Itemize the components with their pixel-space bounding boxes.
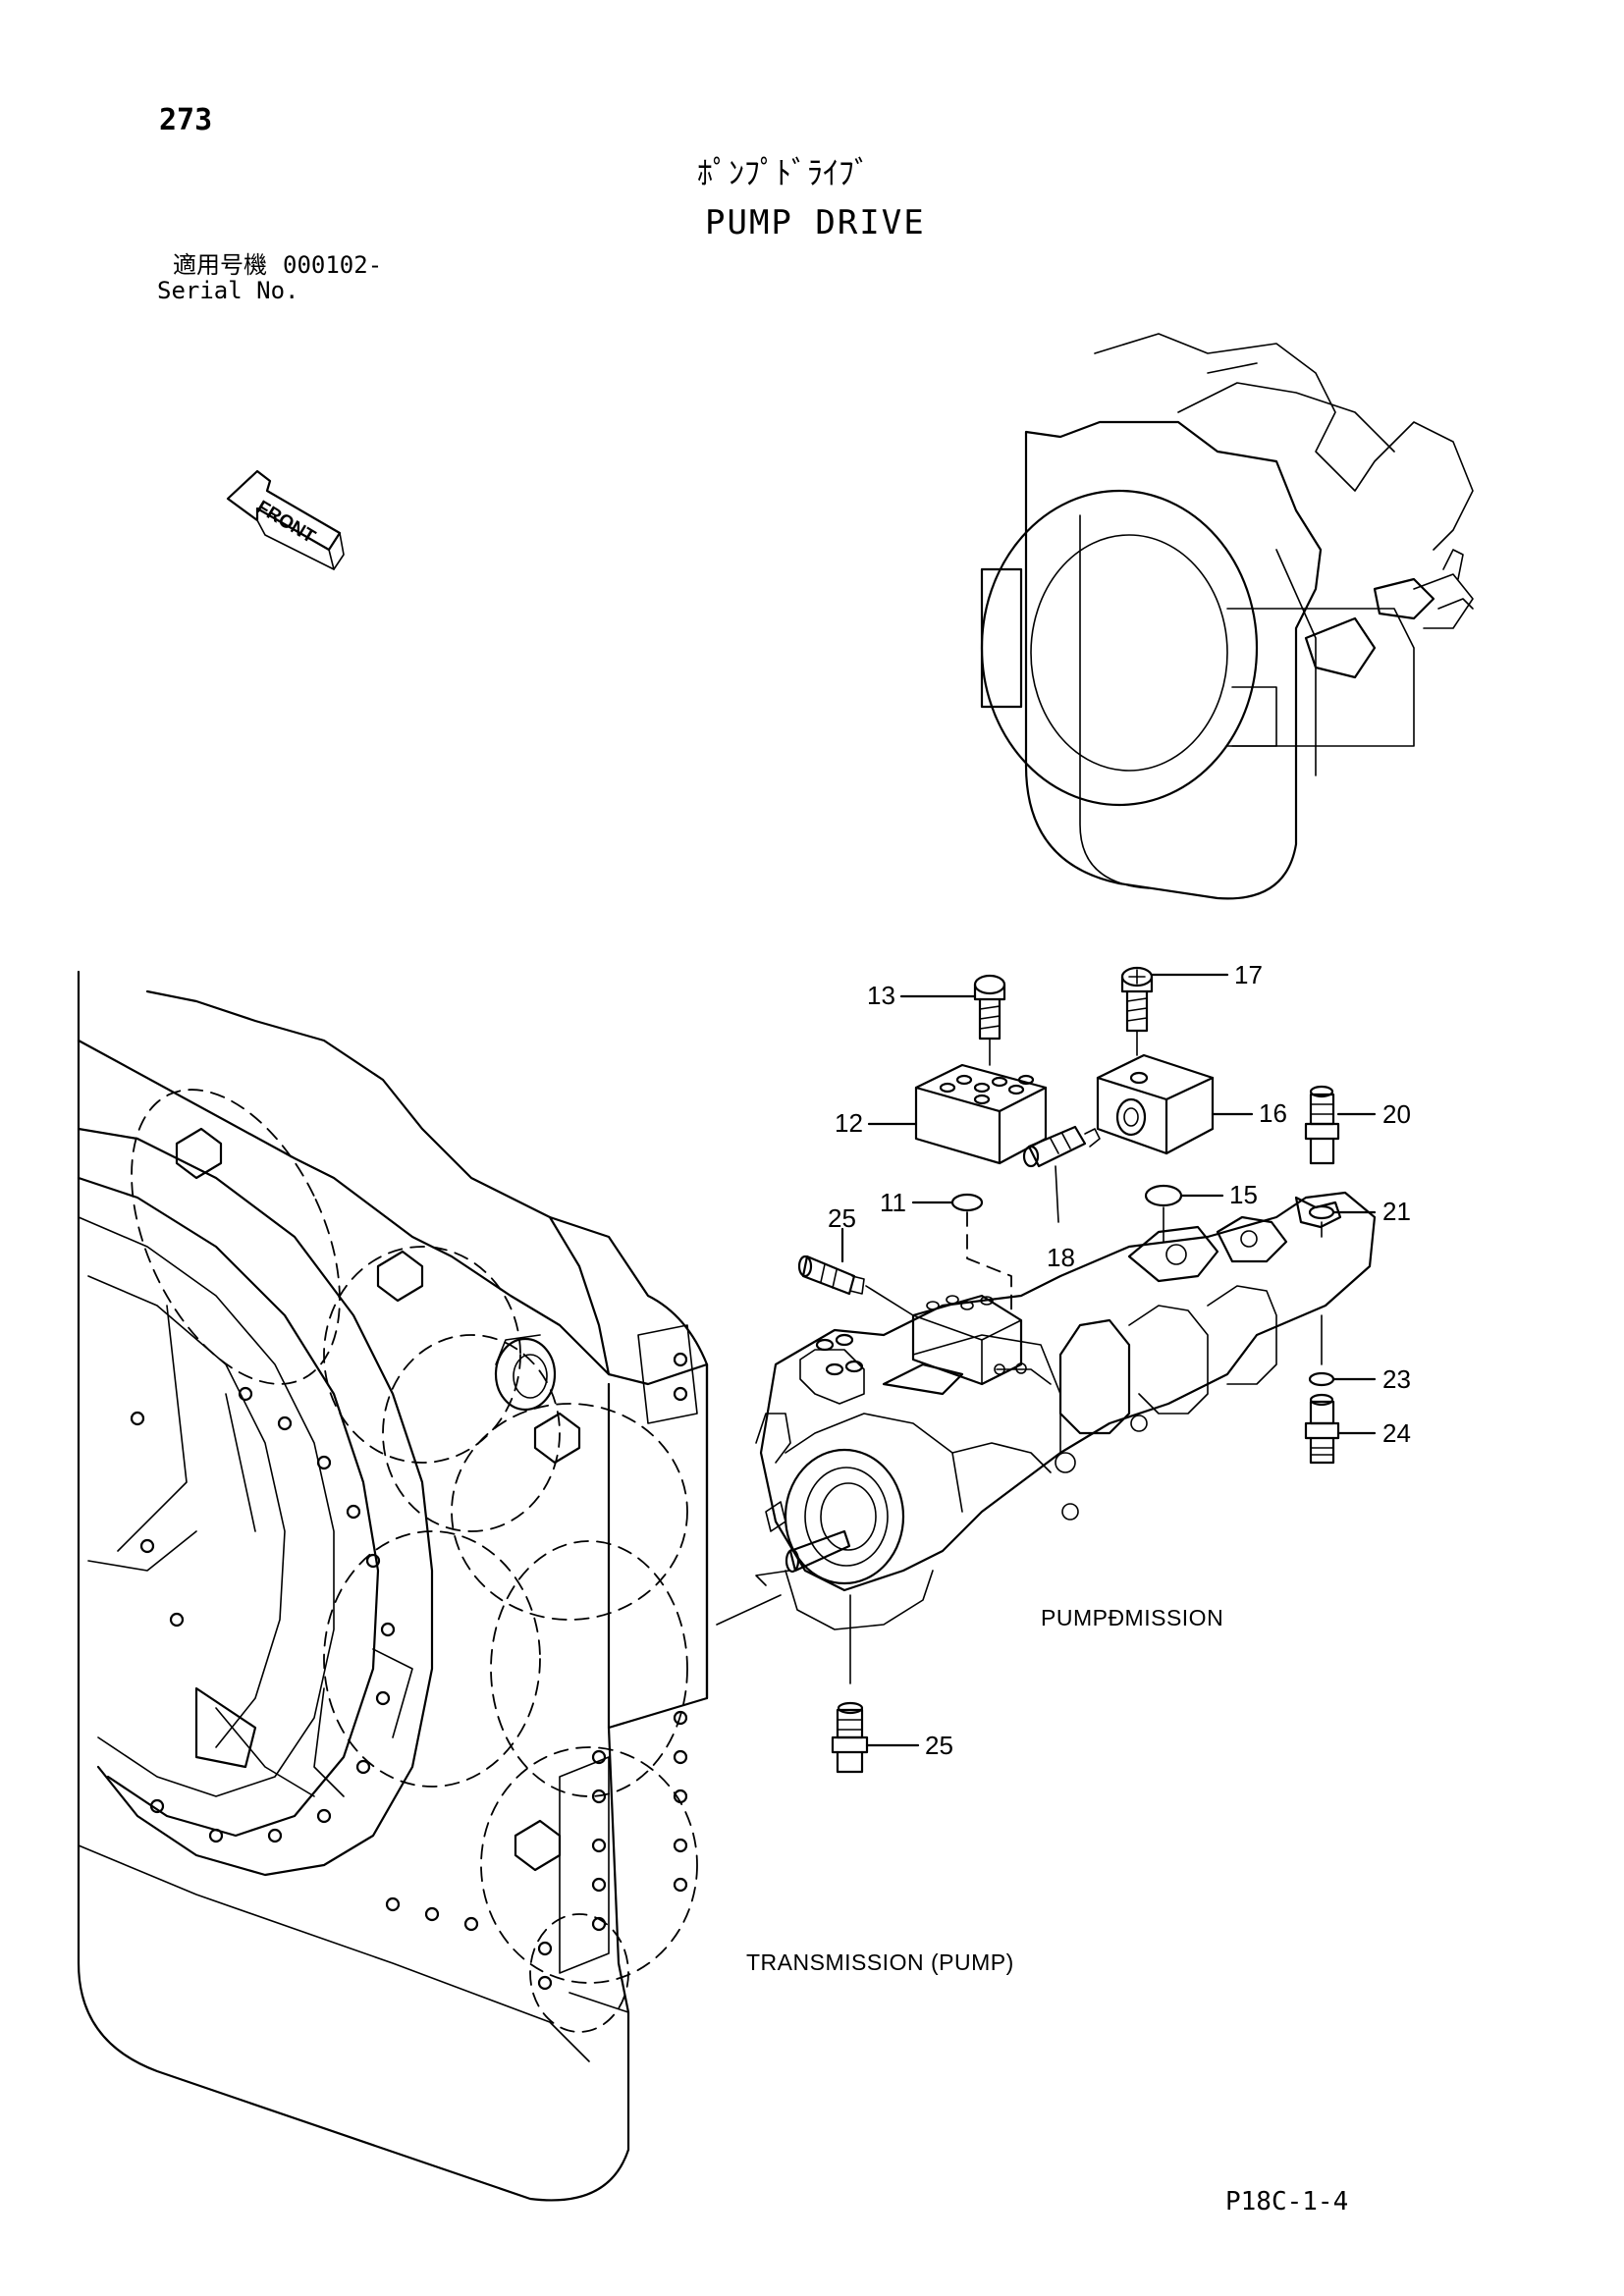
drawing-code: P18C-1-4 (1225, 2187, 1349, 2216)
part-20-fitting (1304, 1085, 1340, 1165)
callout-leader-lines (840, 973, 1377, 1747)
callout-25-upper: 25 (828, 1203, 856, 1233)
page-title: PUMP DRIVE (705, 203, 926, 242)
serial-number: 000102- (283, 251, 383, 279)
serial-label-japanese: 適用号機 (173, 251, 267, 279)
part-15-oring (1144, 1184, 1183, 1207)
label-transmission-pump: TRANSMISSION (PUMP) (746, 1949, 1014, 1975)
part-23-oring (1308, 1371, 1335, 1387)
part-25-fitting-upper (797, 1255, 914, 1316)
callout-21: 21 (1382, 1197, 1411, 1226)
overview-engine-illustration (980, 333, 1474, 900)
callout-13: 13 (867, 981, 895, 1010)
callout-18: 18 (1047, 1243, 1075, 1272)
callout-12: 12 (835, 1108, 863, 1138)
part-17-bolt (1120, 966, 1154, 1056)
part-11-oring (950, 1193, 984, 1212)
callout-20: 20 (1382, 1099, 1411, 1129)
part-18-fitting (1022, 1125, 1101, 1223)
transmission-housing (77, 970, 709, 2202)
serial-label-english: Serial No. (157, 277, 299, 304)
callout-17: 17 (1234, 960, 1263, 989)
part-13-bolt (973, 974, 1006, 1066)
part-16-block (1096, 1053, 1215, 1155)
page-number: 273 (159, 103, 213, 137)
callout-16: 16 (1259, 1098, 1287, 1128)
callout-15: 15 (1229, 1180, 1258, 1209)
part-25-fitting-lower (831, 1594, 869, 1774)
part-21-oring (1308, 1204, 1335, 1220)
title-japanese: ﾎﾟﾝﾌﾟﾄﾞﾗｲﾌﾞ (697, 154, 871, 191)
front-arrow-icon (226, 469, 345, 570)
callout-23: 23 (1382, 1364, 1411, 1394)
label-pump-transmission: PUMPÐMISSION (1041, 1605, 1224, 1630)
pump-assembly (755, 1191, 1377, 1630)
align-line-11 (966, 1211, 1012, 1316)
callout-24: 24 (1382, 1418, 1411, 1448)
part-24-fitting (1304, 1393, 1340, 1465)
callout-25-lower: 25 (925, 1731, 953, 1760)
callout-11: 11 (880, 1188, 906, 1217)
